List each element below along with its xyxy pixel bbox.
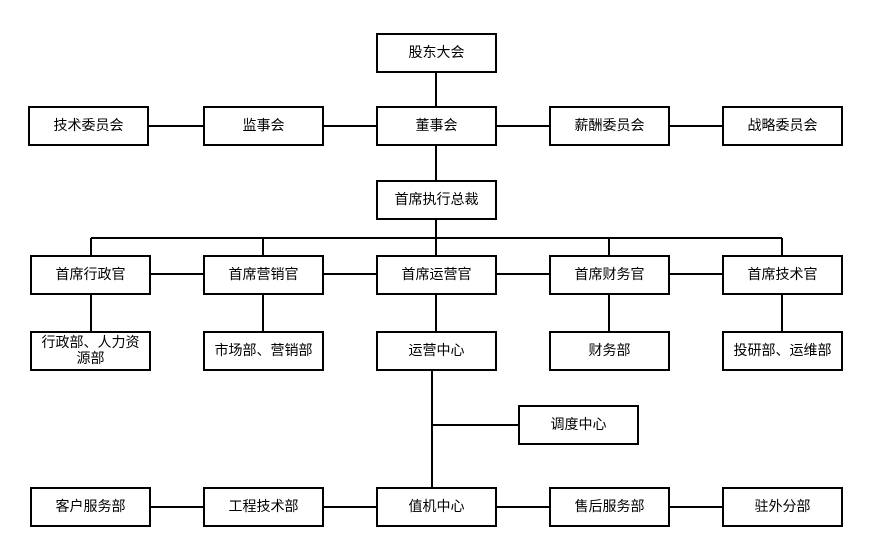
node-board: 董事会 — [376, 106, 497, 146]
node-marketing-sales-dept: 市场部、营销部 — [203, 331, 324, 371]
node-finance-dept: 财务部 — [549, 331, 670, 371]
node-tech-committee: 技术委员会 — [28, 106, 149, 146]
node-research-ops-dept: 投研部、运维部 — [722, 331, 843, 371]
node-field-branch: 驻外分部 — [722, 487, 843, 527]
node-strategy-committee: 战略委员会 — [722, 106, 843, 146]
node-cao: 首席行政官 — [30, 255, 151, 295]
node-cmo: 首席营销官 — [203, 255, 324, 295]
node-operations-center: 运营中心 — [376, 331, 497, 371]
node-shareholders: 股东大会 — [376, 33, 497, 73]
node-dispatch-center: 调度中心 — [518, 405, 639, 445]
node-cfo: 首席财务官 — [549, 255, 670, 295]
node-ceo: 首席执行总裁 — [376, 180, 497, 220]
node-coo: 首席运营官 — [376, 255, 497, 295]
node-compensation-committee: 薪酬委员会 — [549, 106, 670, 146]
node-admin-hr-dept: 行政部、人力资源部 — [30, 331, 151, 371]
node-engineering-dept: 工程技术部 — [203, 487, 324, 527]
node-customer-service-dept: 客户服务部 — [30, 487, 151, 527]
node-cto: 首席技术官 — [722, 255, 843, 295]
node-supervisory-board: 监事会 — [203, 106, 324, 146]
node-after-sales-dept: 售后服务部 — [549, 487, 670, 527]
node-duty-center: 值机中心 — [376, 487, 497, 527]
